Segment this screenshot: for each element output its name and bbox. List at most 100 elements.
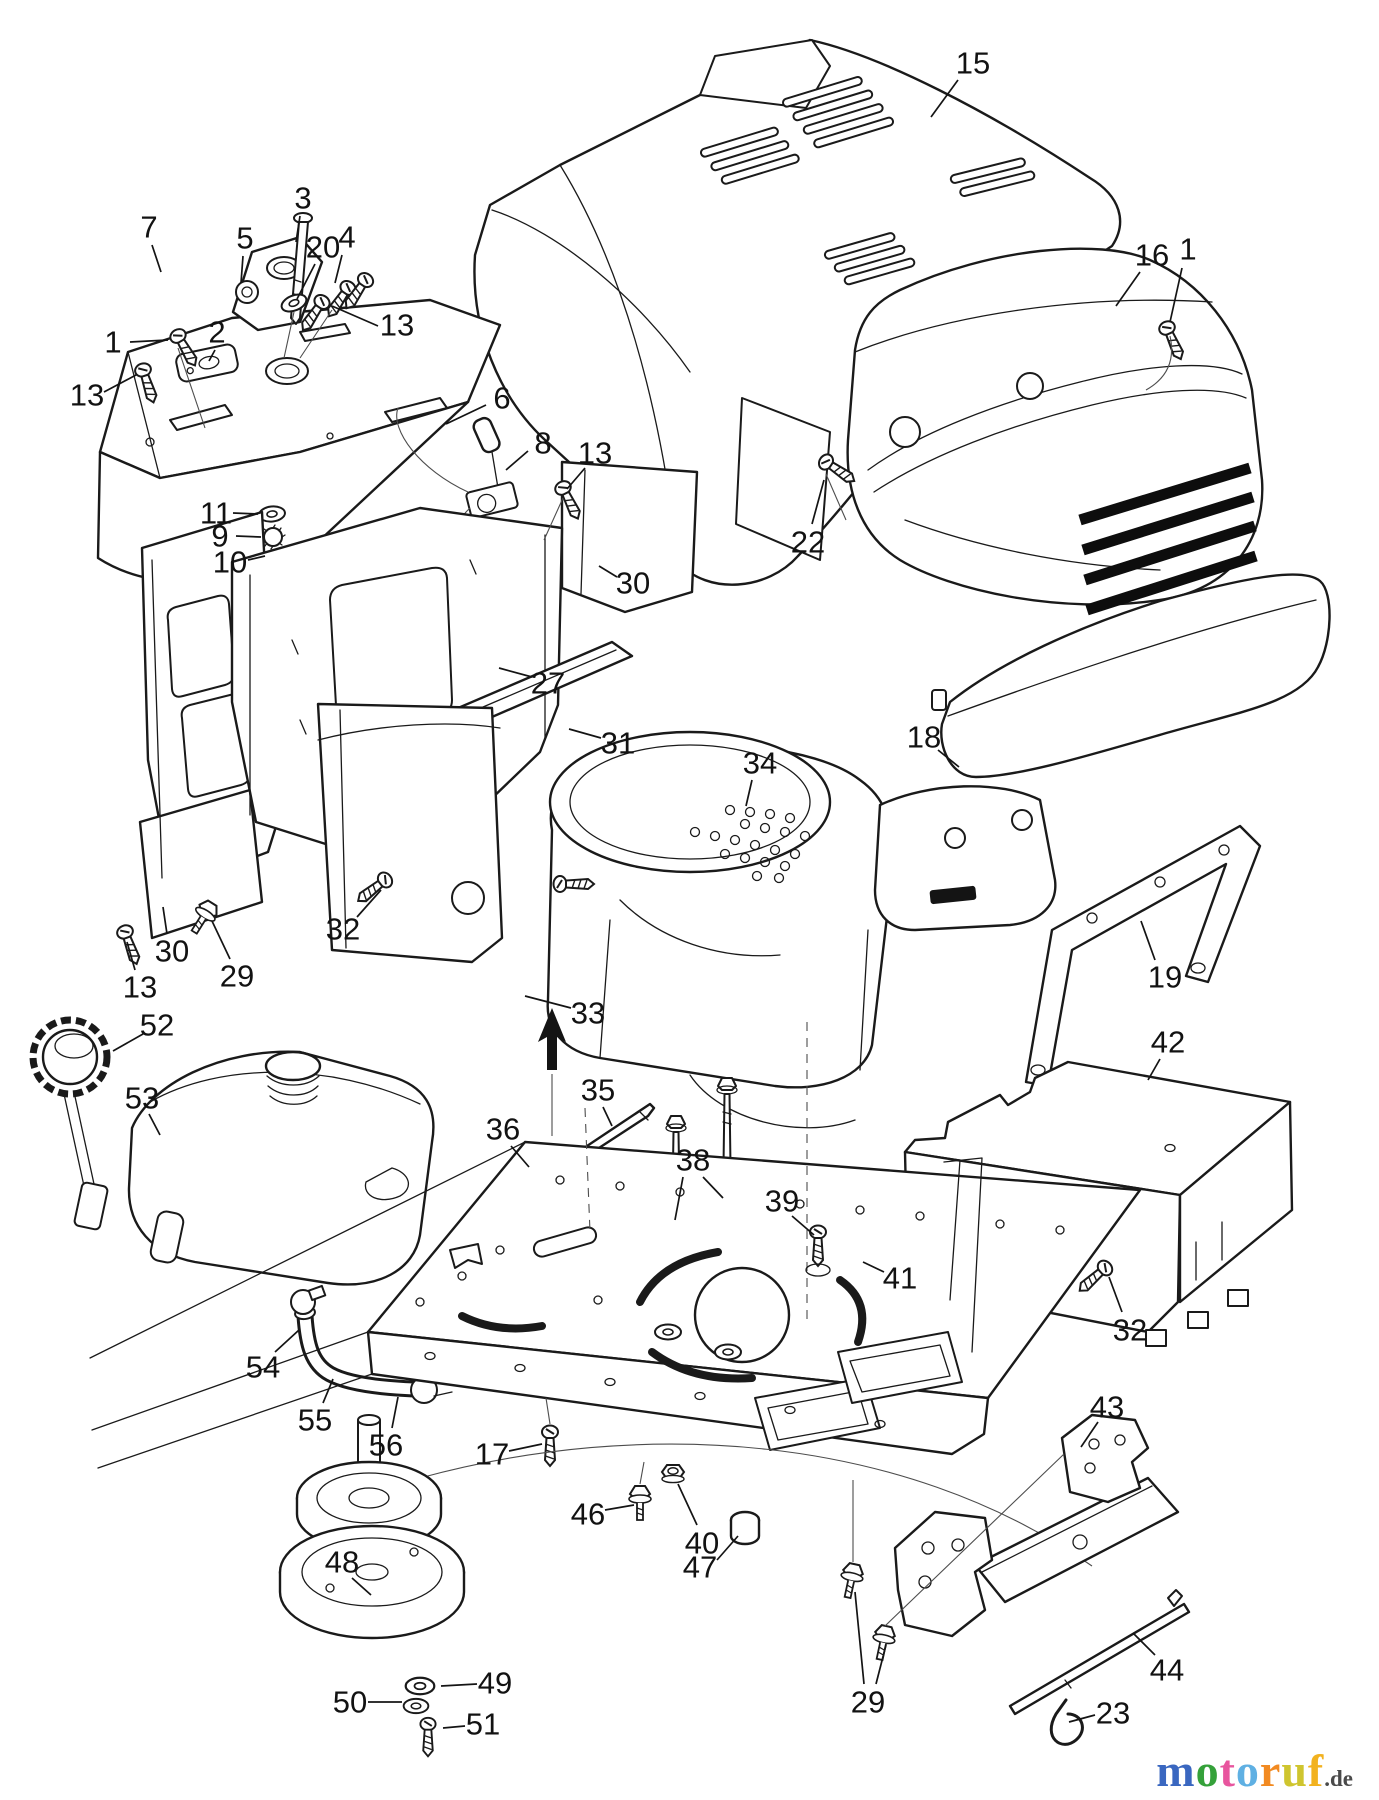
callout-leader-13 [103,374,137,393]
callout-leader-20 [296,263,316,300]
callout-label-33-27: 33 [571,996,605,1031]
callout-leader-32 [1108,1276,1123,1313]
callout-label-6-13: 6 [493,381,510,416]
callout-leader-30 [598,565,618,578]
callout-label-42-25: 42 [1151,1025,1185,1060]
part-frame-hardware [419,1224,1093,1567]
callout-leader-29 [854,1591,865,1685]
callout-leader-15 [930,79,959,118]
callout-label-13-15: 13 [578,436,612,471]
callout-leader-53 [148,1113,161,1136]
callout-label-13-12: 13 [70,378,104,413]
part-hood-top [473,38,1122,586]
callout-leader-42 [1147,1058,1161,1081]
engine-vent-dot [773,872,785,884]
callout-leader-48 [351,1577,372,1596]
callout-label-5-5: 5 [236,221,253,256]
callout-leader-13 [566,467,586,490]
engine-vent-dot [779,826,791,838]
engine-vent-dot [739,818,751,830]
engine-vent-dot [744,806,756,818]
callout-label-9-17: 9 [211,519,228,554]
callout-leader-22 [811,479,825,525]
part-engine [546,730,1057,1212]
engine-vent-dot [789,848,801,860]
callout-label-29-52: 29 [220,959,254,994]
callout-label-32-26: 32 [1113,1313,1147,1348]
callout-leader-52 [112,1033,144,1052]
engine-vent-dot [749,839,761,851]
callout-label-38-30: 38 [676,1143,710,1178]
callout-leader-41 [862,1261,885,1273]
watermark-letter: o [1195,1745,1220,1796]
callout-label-16-1: 16 [1135,238,1169,273]
callout-leader-6 [445,404,487,425]
callout-label-56-47: 56 [369,1428,403,1463]
callout-leader-19 [1140,920,1156,961]
callout-label-49-42: 49 [478,1666,512,1701]
engine-vent-dot [779,860,791,872]
callout-leader-27 [498,667,533,678]
callout-label-23-35: 23 [1096,1696,1130,1731]
engine-vent-dot [729,834,741,846]
callout-leader-17 [508,1443,543,1452]
callout-label-15-0: 15 [956,46,990,81]
callout-label-47-40: 47 [683,1550,717,1585]
watermark-letter: f [1307,1745,1325,1796]
engine-vent-dot [769,844,781,856]
callout-leader-9 [235,535,262,538]
callout-label-40-39: 40 [685,1526,719,1561]
loose-fasteners [114,269,1190,1298]
callout-label-32-53: 32 [326,912,360,947]
watermark-letter: r [1259,1745,1282,1796]
callout-label-35-28: 35 [581,1073,615,1108]
part-hook-pin [1049,1698,1084,1746]
callout-leader-29 [211,920,231,960]
engine-vent-dot [724,804,736,816]
callout-label-50-43: 50 [333,1685,367,1720]
callout-label-8-14: 8 [534,426,551,461]
watermark-letter: o [1235,1745,1260,1796]
callout-label-54-45: 54 [246,1350,280,1385]
callout-label-36-29: 36 [486,1112,520,1147]
watermark-word: motoruf [1156,1745,1324,1796]
engine-vent-dot [759,856,771,868]
engine-vent-dots [689,804,811,884]
callout-label-10-18: 10 [213,545,247,580]
watermark-letter: m [1156,1745,1196,1796]
callout-leader-49 [440,1683,478,1687]
callout-leader-47 [716,1535,739,1561]
callout-label-3-6: 3 [294,181,311,216]
callout-leader-51 [442,1725,466,1729]
callout-leader-23 [1068,1714,1096,1723]
callout-label-46-38: 46 [571,1497,605,1532]
callout-leader-39 [791,1215,815,1236]
callout-leader-16 [1115,271,1141,307]
engine-vent-dot [799,830,811,842]
callout-leader-1 [129,339,169,343]
callout-label-53-49: 53 [125,1081,159,1116]
engine-vent-dot [709,830,721,842]
engine-vent-dot [689,826,701,838]
callout-label-31-21: 31 [601,726,635,761]
engine-vent-dot [759,822,771,834]
callout-label-4-8: 4 [338,220,355,255]
assembly-arrow-icon [538,1008,566,1136]
callout-leader-2 [208,349,216,362]
callout-label-51-44: 51 [466,1707,500,1742]
callout-label-29-36: 29 [851,1685,885,1720]
part-bumper-rod [1008,1589,1191,1716]
callout-leader-8 [505,450,529,471]
callout-leader-43 [1080,1421,1099,1448]
callout-leader-31 [568,728,602,739]
callout-label-43-33: 43 [1090,1390,1124,1425]
callout-leader-18 [937,749,960,768]
watermark-letter: t [1219,1745,1236,1796]
callout-label-20-7: 20 [306,230,340,265]
callout-leader-30 [162,906,168,935]
callout-leader-38 [674,1176,684,1221]
callout-leader-35 [602,1106,613,1127]
callout-leader-36 [510,1145,530,1168]
part-fuel-cap [29,1016,111,1231]
